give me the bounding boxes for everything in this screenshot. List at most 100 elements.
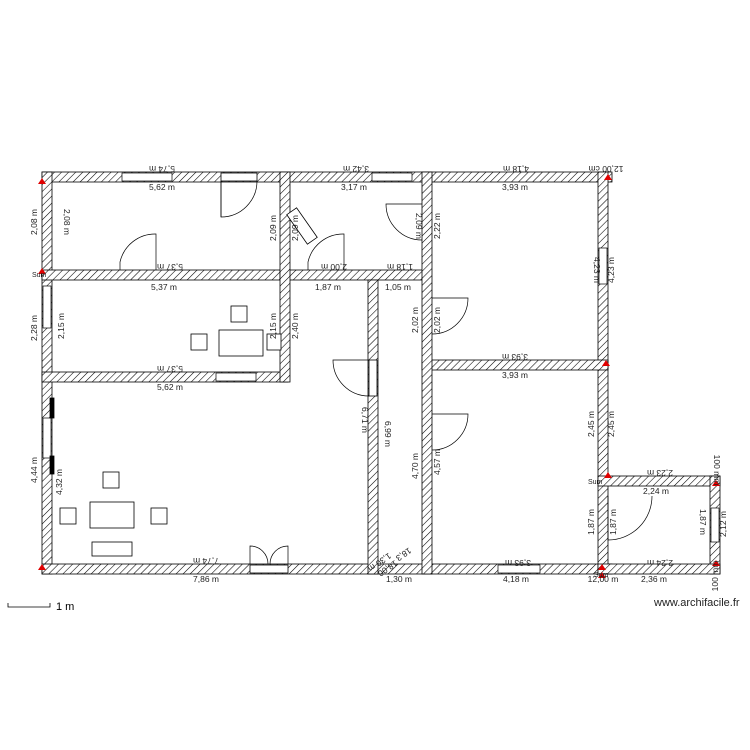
door-room1-bottom (119, 233, 157, 270)
furniture (59, 305, 282, 557)
scale-label: 1 m (56, 601, 74, 613)
wall-v-room1-room2 (279, 171, 291, 383)
furniture-big-chair-3 (150, 507, 168, 525)
dim-top-inner-3: 3,93 m (502, 182, 528, 192)
dim-small-bottom-outer: 2,24 m (647, 558, 673, 568)
dim-room5-right-b: 2,40 m (290, 313, 300, 339)
door-room6 (431, 413, 469, 451)
dim-room6-right-b: 2,45 m (606, 411, 616, 437)
dim-room5-bottom-outer: 5,37 m (157, 364, 183, 374)
dim-small-top-inner: 2,24 m (643, 486, 669, 496)
door-room2-right (385, 203, 423, 241)
dim-bottom-total: 12,00 m (588, 574, 619, 584)
dim-row2-top-outer: 5,37 m (157, 262, 183, 272)
wall-element-left-2 (49, 455, 55, 475)
walls (41, 171, 721, 575)
furniture-big-chair-1 (102, 471, 120, 489)
mini-label-3: Sum (594, 572, 609, 579)
window-right-1 (598, 247, 608, 285)
dim-top-outer-1: 5,74 m (149, 164, 175, 174)
window-left-1 (42, 285, 52, 329)
door-entrance-arc-2 (269, 545, 289, 565)
dim-row2-right-outer: 1,18 m (387, 262, 413, 272)
wall-v-hall-left (367, 279, 379, 575)
dim-small-right-a: 1,87 m (698, 509, 708, 535)
door-room1-arc (220, 180, 258, 218)
furniture-room5-chair-1 (230, 305, 248, 323)
dim-room4-right-outer: 4,23 m (606, 257, 616, 283)
dim-bottom-room6-inner: 4,18 m (503, 574, 529, 584)
dim-top-outer-total: 12,00 cm (589, 164, 624, 174)
markers (38, 174, 720, 578)
dim-small-left-b: 1,87 m (608, 509, 618, 535)
dim-top-outer-2: 3,42 m (343, 164, 369, 174)
dim-left-inner-top: 2,08 m (62, 209, 72, 235)
dim-row2-right-inner: 1,05 m (385, 282, 411, 292)
dim-small-right-b: 2,12 m (718, 511, 728, 537)
mini-label-2: Sum (588, 479, 603, 486)
door-entrance-arc-1 (249, 545, 269, 565)
dim-room3-left: 2,22 m (432, 213, 442, 239)
window-small-right (710, 507, 720, 543)
wall-right-upper (597, 171, 609, 575)
furniture-room5-table (218, 329, 264, 357)
dim-left-outer-low: 4,44 m (29, 457, 39, 483)
furniture-room5-chair-2 (190, 333, 208, 351)
window-room5-bottom (215, 372, 257, 382)
scale-bar: 1 m (7, 601, 74, 613)
furniture-big-chair-2 (59, 507, 77, 525)
dim-row2-top-inner: 5,37 m (151, 282, 177, 292)
doors (119, 172, 653, 574)
door-hall-upper (431, 297, 469, 335)
dim-hall-upper-b: 2,02 m (432, 307, 442, 333)
dim-room1-door-wall: 2,09 m (268, 215, 278, 241)
brand-watermark: www.archifacile.fr (654, 597, 740, 609)
dim-bottom-room6-outer: 3,93 m (505, 558, 531, 568)
dim-room4-bottom-inner: 3,93 m (502, 370, 528, 380)
door-room2-bottom (307, 233, 345, 270)
dim-bigroom-right-b: 6,99 m (383, 421, 393, 447)
windows (42, 172, 720, 574)
dim-bottom-hall-inner: 1,30 m (386, 574, 412, 584)
dim-hall-lower-b: 4,57 m (432, 449, 442, 475)
dim-small-right-top: 100 mm (712, 455, 722, 486)
dim-row2-mid-inner: 1,87 m (315, 282, 341, 292)
window-bottom-room6 (497, 564, 541, 574)
dim-room2-left: 2,09 m (290, 215, 300, 241)
dim-hall-lower-a: 4,70 m (410, 453, 420, 479)
dim-room5-bottom-inner: 5,62 m (157, 382, 183, 392)
furniture-room5-chair-3 (266, 333, 282, 351)
mini-label-1: Sum (32, 272, 47, 279)
dim-small-bottom-inner: 2,36 m (641, 574, 667, 584)
dim-room6-right-a: 2,45 m (586, 411, 596, 437)
window-top-1 (121, 172, 173, 182)
wall-element-left (49, 397, 55, 419)
dim-bottom-inner-1: 7,86 m (193, 574, 219, 584)
door-room1-leaf (220, 172, 258, 182)
dim-top-inner-1: 5,62 m (149, 182, 175, 192)
window-top-2 (371, 172, 413, 182)
door-bigroom-leaf (368, 359, 378, 397)
dim-left-inner-mid: 2,15 m (56, 313, 66, 339)
dim-room4-right-inner: 4,23 m (592, 257, 602, 283)
dimension-labels: 5,74 m 5,62 m 3,42 m 3,17 m 4,18 m 3,93 … (29, 164, 728, 591)
dim-top-inner-2: 3,17 m (341, 182, 367, 192)
door-entrance (249, 564, 289, 574)
furniture-diagonal (286, 207, 318, 245)
dim-bottom-outer-1: 7,74 m (193, 556, 219, 566)
dim-row2-mid-outer: 2,00 m (321, 262, 347, 272)
door-small-room (607, 495, 653, 541)
dim-small-top-outer: 2,23 m (647, 468, 673, 478)
dim-room5-right-a: 2,15 m (268, 313, 278, 339)
dim-left-outer-top: 2,08 m (29, 209, 39, 235)
dim-left-inner-low: 4,32 m (54, 469, 64, 495)
dim-small-left-a: 1,87 m (586, 509, 596, 535)
dim-room4-bottom-outer: 3,93 m (502, 352, 528, 362)
dim-bigroom-right-a: 6,71 m (360, 407, 370, 433)
furniture-big-table (89, 501, 135, 529)
wall-small-bottom (597, 563, 721, 575)
furniture-big-bench (91, 541, 133, 557)
dim-diag-a: 18,3 (394, 546, 414, 564)
window-left-2 (42, 417, 52, 459)
